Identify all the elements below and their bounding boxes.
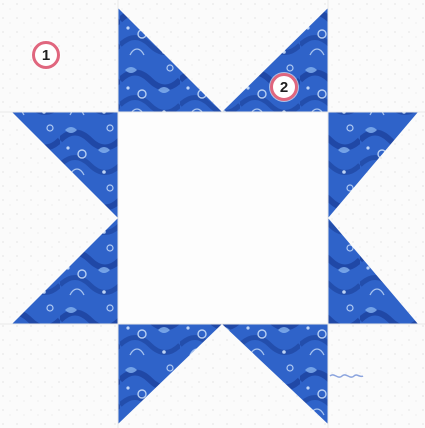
callout-2-badge: 2 bbox=[270, 73, 298, 101]
callout-2-label: 2 bbox=[280, 79, 288, 96]
callout-1-label: 1 bbox=[42, 47, 50, 64]
center-square bbox=[118, 112, 328, 324]
callout-1-badge: 1 bbox=[32, 41, 60, 69]
